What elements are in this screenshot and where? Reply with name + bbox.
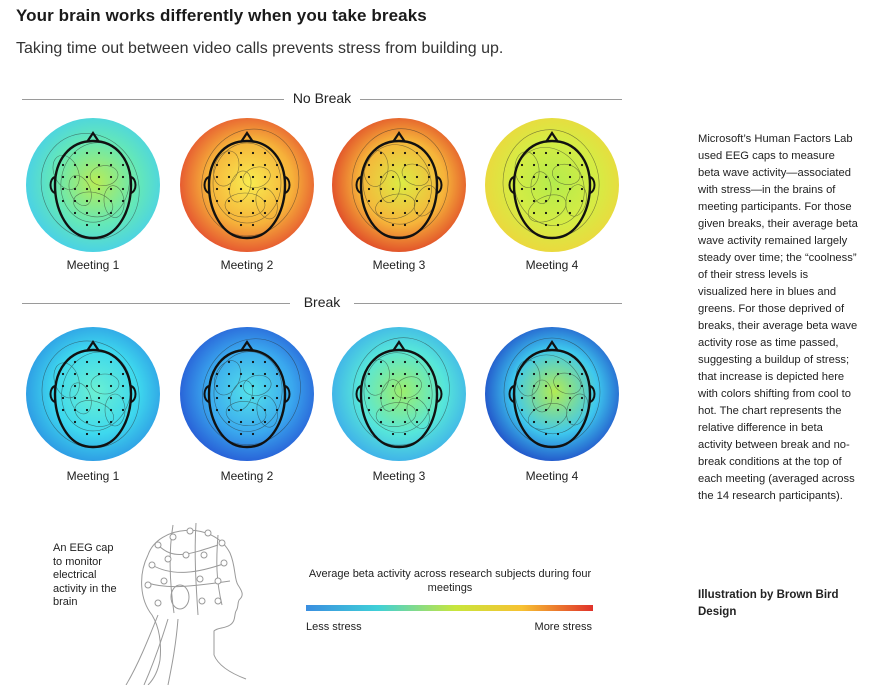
nose-outline <box>392 340 406 352</box>
meeting-label: Meeting 3 <box>372 469 426 483</box>
activity-disc <box>332 118 466 252</box>
page-title: Your brain works differently when you ta… <box>16 6 427 25</box>
activity-disc <box>485 118 619 252</box>
legend-title: Average beta activity across research su… <box>308 568 592 594</box>
ear-outline <box>589 176 596 194</box>
ear-outline <box>130 385 137 403</box>
nose-outline <box>545 131 559 143</box>
section-label: No Break <box>292 90 352 106</box>
meeting-label: Meeting 4 <box>525 469 579 483</box>
nose-outline <box>240 131 254 143</box>
brain-map <box>25 117 161 253</box>
section-rule-left <box>22 99 284 100</box>
head-outline <box>53 348 133 449</box>
head-outline <box>512 348 592 449</box>
eeg-cap-note: An EEG cap to monitor electrical activit… <box>53 542 117 608</box>
brain-map <box>484 117 620 253</box>
meeting-label: Meeting 1 <box>66 469 120 483</box>
sidebar-description: Microsoft’s Human Factors Lab used EEG c… <box>698 133 858 502</box>
meeting-label: Meeting 4 <box>525 258 579 272</box>
ear-outline <box>49 385 56 403</box>
electrode-dots <box>215 360 279 436</box>
electrode-dots <box>520 360 584 436</box>
ear-outline <box>436 176 443 194</box>
eeg-cap-illustration <box>125 522 247 685</box>
ear-outline <box>589 385 596 403</box>
meeting-label: Meeting 2 <box>220 258 274 272</box>
brain-map <box>179 117 315 253</box>
ear-outline <box>130 176 137 194</box>
stress-color-scale <box>306 605 593 611</box>
activity-disc <box>180 118 314 252</box>
ear-outline <box>203 385 210 403</box>
brain-map <box>331 117 467 253</box>
head-outline <box>359 348 439 449</box>
nose-outline <box>240 340 254 352</box>
head-outline <box>207 348 287 449</box>
head-outline <box>53 139 133 240</box>
activity-disc <box>26 118 160 252</box>
ear-outline <box>355 385 362 403</box>
ear-outline <box>508 385 515 403</box>
section-break: Break <box>22 294 622 314</box>
ear-outline <box>355 176 362 194</box>
meeting-label: Meeting 3 <box>372 258 426 272</box>
brain-map <box>331 326 467 462</box>
illustration-credit: Illustration by Brown Bird Design <box>698 589 839 618</box>
ear-outline <box>508 176 515 194</box>
section-no-break: No Break <box>22 90 622 110</box>
activity-disc <box>26 327 160 461</box>
electrode-dots <box>215 151 279 227</box>
electrode-dots <box>367 360 431 436</box>
ear-outline <box>284 385 291 403</box>
nose-outline <box>545 340 559 352</box>
head-outline <box>359 139 439 240</box>
activity-disc <box>180 327 314 461</box>
ear-outline <box>49 176 56 194</box>
head-outline <box>207 139 287 240</box>
section-label: Break <box>303 294 341 310</box>
legend-high-label: More stress <box>534 621 592 633</box>
page-subtitle: Taking time out between video calls prev… <box>16 40 504 57</box>
legend-low-label: Less stress <box>306 621 362 633</box>
section-rule-left <box>22 303 290 304</box>
electrode-dots <box>367 151 431 227</box>
brain-map <box>179 326 315 462</box>
brain-map <box>484 326 620 462</box>
brain-map <box>25 326 161 462</box>
nose-outline <box>86 340 100 352</box>
ear-outline <box>284 176 291 194</box>
meeting-label: Meeting 1 <box>66 258 120 272</box>
head-outline <box>512 139 592 240</box>
ear-outline <box>203 176 210 194</box>
electrode-dots <box>520 151 584 227</box>
electrode-dots <box>61 151 125 227</box>
nose-outline <box>392 131 406 143</box>
section-rule-right <box>354 303 622 304</box>
nose-outline <box>86 131 100 143</box>
section-rule-right <box>360 99 622 100</box>
meeting-label: Meeting 2 <box>220 469 274 483</box>
activity-disc <box>332 327 466 461</box>
ear-outline <box>436 385 443 403</box>
electrode-dots <box>61 360 125 436</box>
